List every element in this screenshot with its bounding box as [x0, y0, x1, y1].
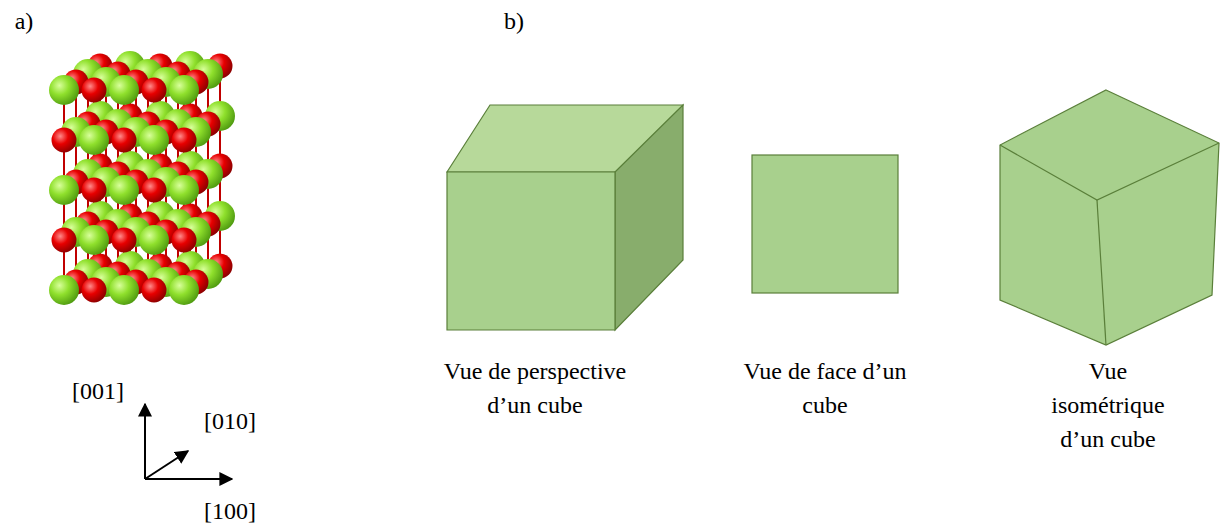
cation-sphere	[169, 175, 199, 205]
view-caption: Vue de perspective d’un cube	[420, 354, 650, 422]
perspective-cube	[447, 105, 683, 330]
anion-sphere	[112, 128, 137, 153]
view-caption: Vue isométrique d’un cube	[1038, 354, 1178, 456]
view-caption: Vue de face d’un cube	[740, 354, 910, 422]
cation-sphere	[169, 75, 199, 105]
anion-sphere	[172, 128, 197, 153]
cation-sphere	[49, 275, 79, 305]
cation-sphere	[49, 75, 79, 105]
axis-label: [010]	[180, 404, 280, 438]
front-cube	[752, 155, 898, 293]
anion-sphere	[52, 228, 77, 253]
cation-sphere	[79, 125, 109, 155]
isometric-cube	[1000, 90, 1219, 345]
cation-sphere	[139, 125, 169, 155]
anion-sphere	[82, 178, 107, 203]
panel-letter: b)	[494, 4, 534, 38]
anion-sphere	[142, 78, 167, 103]
axis-label: [100]	[180, 494, 280, 528]
anion-sphere	[142, 178, 167, 203]
anion-sphere	[112, 228, 137, 253]
cation-sphere	[109, 275, 139, 305]
cation-sphere	[109, 75, 139, 105]
anion-sphere	[82, 78, 107, 103]
cation-sphere	[109, 175, 139, 205]
anion-sphere	[82, 278, 107, 303]
cation-sphere	[79, 225, 109, 255]
cation-sphere	[169, 275, 199, 305]
axis-label: [001]	[48, 374, 148, 408]
anion-sphere	[52, 128, 77, 153]
panel-letter: a)	[4, 4, 44, 38]
rock-salt-crystal	[49, 51, 235, 305]
cation-sphere	[139, 225, 169, 255]
anion-sphere	[172, 228, 197, 253]
anion-sphere	[142, 278, 167, 303]
cation-sphere	[49, 175, 79, 205]
